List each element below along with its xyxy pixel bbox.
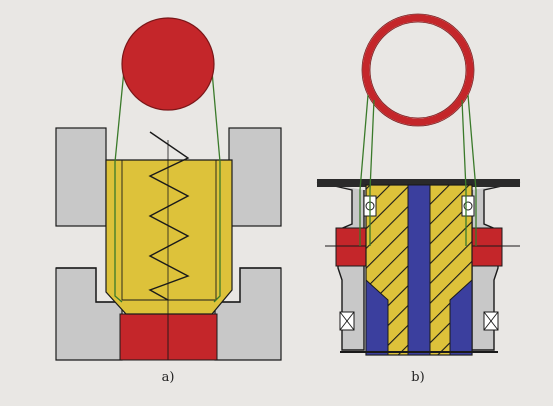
bearing-lower-left-x2: [339, 311, 355, 331]
wire-left-b: [359, 94, 369, 246]
red-ring-inner-edge: [369, 21, 467, 119]
wire-right-b2: [461, 99, 467, 246]
red-ball: [121, 17, 215, 111]
figure-a: [55, 17, 282, 361]
bearing-upper-right: [461, 195, 475, 217]
housing-upper-left: [55, 127, 107, 227]
red-ring: [362, 14, 474, 126]
housing-step-left: [56, 267, 122, 303]
red-clamp-left: [335, 227, 367, 267]
caption-b: b): [411, 370, 425, 385]
yellow-plug-body: [105, 159, 233, 315]
blue-cone-right: [449, 278, 473, 356]
bearing-upper-right-ball: [463, 201, 473, 211]
red-clamp-right: [471, 227, 503, 267]
housing-upper-right: [228, 127, 282, 227]
blue-shaft: [407, 184, 431, 356]
blue-cone-left: [365, 278, 389, 356]
figure-b: [316, 13, 521, 356]
compression-spring: [148, 131, 190, 301]
bearing-lower-right-x2: [483, 311, 499, 331]
red-ring-outer-edge: [361, 13, 475, 127]
housing-step-right: [215, 267, 281, 303]
wire-right-b: [467, 94, 477, 246]
wire-right-a: [210, 59, 221, 303]
caption-a: a): [161, 370, 175, 385]
wire-left-a: [114, 59, 126, 303]
top-cap: [317, 179, 520, 187]
wire-left-b2: [369, 99, 375, 246]
